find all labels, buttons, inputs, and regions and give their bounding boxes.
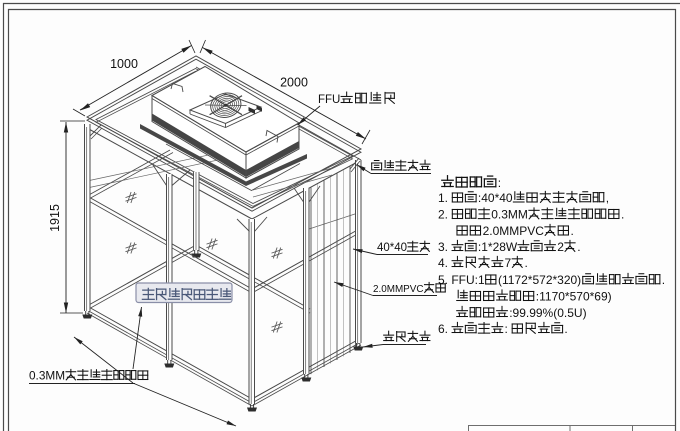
- svg-text:2: 2: [557, 240, 564, 254]
- svg-text:FFU: FFU: [318, 94, 340, 106]
- svg-text:.: .: [525, 256, 528, 270]
- svg-text::99.99%(0.5U): :99.99%(0.5U): [509, 306, 586, 320]
- svg-text:6.: 6.: [438, 322, 448, 336]
- svg-text:4.: 4.: [438, 256, 448, 270]
- svg-text::40*40: :40*40: [478, 191, 513, 205]
- svg-text::: :: [498, 176, 501, 190]
- svg-text::1170*570*69): :1170*570*69): [536, 290, 612, 304]
- svg-text:1.: 1.: [438, 191, 448, 205]
- svg-text:2000: 2000: [280, 76, 308, 90]
- svg-text:1000: 1000: [110, 57, 138, 71]
- svg-text:.: .: [662, 273, 665, 287]
- svg-text:.: .: [621, 208, 624, 222]
- svg-text:.: .: [571, 224, 574, 238]
- svg-text:(1172*572*320): (1172*572*320): [498, 273, 581, 287]
- svg-text:2.: 2.: [438, 208, 448, 222]
- svg-text:1915: 1915: [48, 204, 62, 232]
- svg-text:.: .: [564, 322, 567, 336]
- svg-text::: :: [505, 322, 508, 336]
- svg-text::1*28W: :1*28W: [478, 240, 518, 254]
- svg-text:,: ,: [606, 191, 609, 205]
- svg-text:2.0MMPVC: 2.0MMPVC: [373, 284, 423, 295]
- svg-text:.: .: [577, 240, 580, 254]
- svg-text:2.0MMPVC: 2.0MMPVC: [483, 224, 545, 238]
- svg-text:3.: 3.: [438, 240, 448, 254]
- svg-text:0.3MM: 0.3MM: [29, 369, 65, 383]
- svg-text:40*40: 40*40: [377, 242, 407, 254]
- svg-text:7: 7: [505, 256, 512, 270]
- svg-text:0.3MM: 0.3MM: [491, 208, 528, 222]
- svg-text:5. FFU:1: 5. FFU:1: [438, 273, 485, 287]
